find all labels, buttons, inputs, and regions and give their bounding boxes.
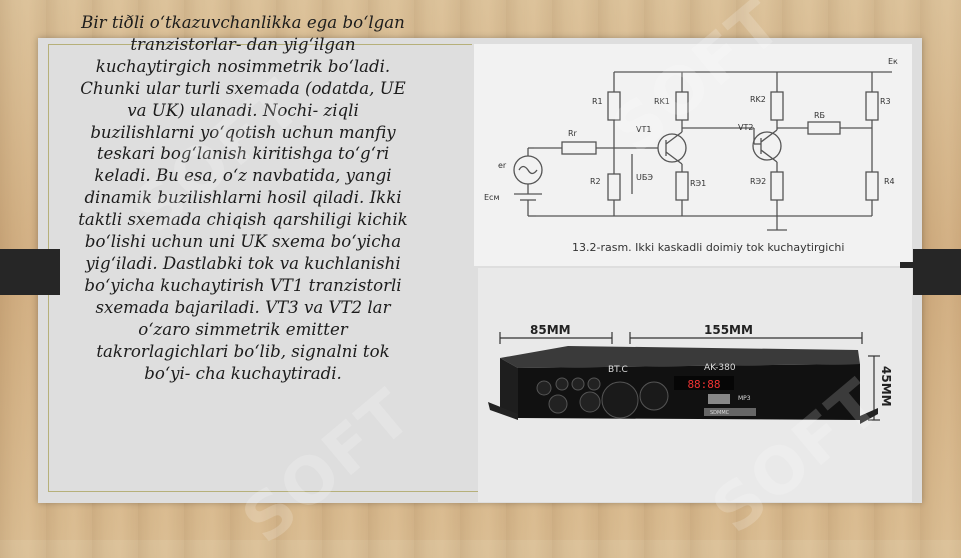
dim-width-2: 155MM	[704, 323, 753, 337]
amp-slot-label: SDMMC	[710, 410, 730, 416]
label-er: er	[498, 161, 507, 170]
dim-height: 45MM	[879, 366, 893, 407]
label-r3: R3	[880, 97, 891, 106]
right-side-tab	[913, 249, 961, 295]
label-r4: R4	[884, 177, 895, 186]
amp-port-label: MP3	[738, 395, 751, 402]
label-rk2: RK2	[750, 95, 766, 104]
label-re1: RЭ1	[690, 179, 706, 188]
amp-model: AK-380	[704, 363, 736, 373]
amp-display: 88:88	[687, 378, 720, 391]
dim-width-1: 85MM	[530, 323, 571, 337]
label-re2: RЭ2	[750, 177, 766, 186]
label-vt1: VT1	[636, 125, 651, 134]
label-rr: Rr	[568, 129, 578, 138]
left-side-tab	[0, 249, 60, 295]
label-r1: R1	[592, 97, 603, 106]
slide-body-text: Bir tiðli o‘tkazuvchanlikka ega bo‘lgan …	[78, 13, 408, 383]
circuit-figure: Eк R1 RK1 RK2 R3 Rr RБ VT1 VT2 er R2 UБЭ…	[474, 44, 912, 266]
label-rb: RБ	[814, 111, 825, 120]
amplifier-illustration: 88:88 BT.C AK-380 MP3 SDMMC 85MM 155MM 4…	[488, 323, 893, 424]
amplifier-photo: 88:88 BT.C AK-380 MP3 SDMMC 85MM 155MM 4…	[478, 268, 912, 502]
label-r2: R2	[590, 177, 601, 186]
amp-brand: BT.C	[608, 365, 628, 375]
label-vt2: VT2	[738, 123, 753, 132]
label-e-bias: Eсм	[484, 193, 500, 202]
label-ek: Eк	[888, 57, 898, 66]
circuit-caption: 13.2-rasm. Ikki kaskadli doimiy tok kuch…	[572, 241, 845, 254]
circuit-diagram: Eк R1 RK1 RK2 R3 Rr RБ VT1 VT2 er R2 UБЭ…	[484, 57, 898, 231]
text-frame-bottom-line	[48, 491, 478, 492]
right-side-tab-line	[900, 262, 920, 268]
label-ube: UБЭ	[636, 173, 653, 182]
label-rk1: RK1	[654, 97, 670, 106]
